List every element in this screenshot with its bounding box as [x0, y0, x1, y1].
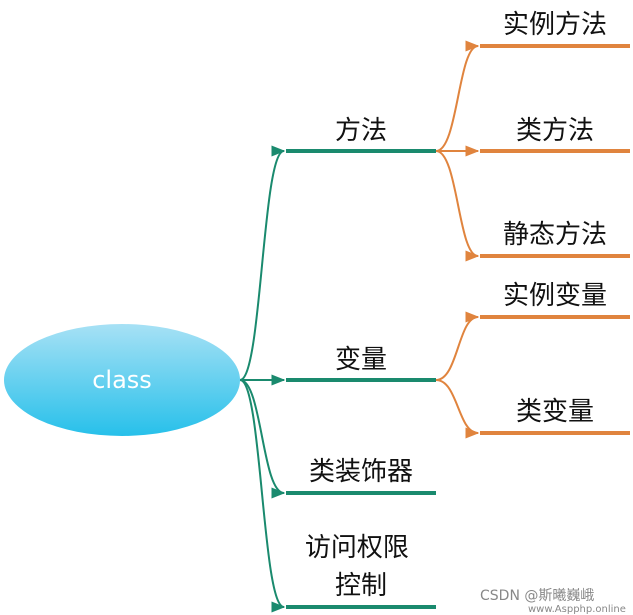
leaf-label-class-variable: 类变量 — [516, 397, 594, 427]
leaf-instance-variable: 实例变量 — [480, 281, 630, 319]
watermark-line2: www.Aspphp.online — [528, 604, 626, 615]
watermark-line1: CSDN @斯曦巍峨 — [480, 588, 594, 604]
connector-root-access-control — [239, 379, 286, 613]
branch-class-decorator: 类装饰器 — [286, 457, 436, 495]
branch-variables: 变量 — [286, 345, 436, 382]
watermark: CSDN @斯曦巍峨 www.Aspphp.online — [480, 588, 626, 615]
branch-access-control: 访问权限 控制 — [286, 533, 436, 609]
branch-label-access-control-line2: 控制 — [335, 571, 387, 601]
connector-methods-instance — [435, 40, 480, 152]
connector-layer — [239, 40, 480, 613]
connector-root-methods — [239, 145, 286, 381]
leaf-class-method: 类方法 — [480, 116, 630, 153]
connector-root-class-decorator — [239, 379, 286, 499]
branch-label-access-control: 访问权限 控制 — [305, 533, 417, 601]
branch-label-class-decorator: 类装饰器 — [309, 457, 413, 487]
leaf-label-instance-variable: 实例变量 — [503, 281, 607, 311]
leaf-class-variable: 类变量 — [480, 397, 630, 435]
leaf-instance-method: 实例方法 — [480, 10, 630, 48]
leaf-label-instance-method: 实例方法 — [503, 10, 607, 40]
connector-variables-class — [435, 379, 480, 439]
root-node: class — [4, 324, 240, 436]
connector-variables-instance — [435, 311, 480, 381]
branch-methods: 方法 — [286, 116, 436, 153]
branch-label-variables: 变量 — [335, 345, 387, 375]
leaf-label-static-method: 静态方法 — [503, 220, 607, 250]
branch-label-access-control-line1: 访问权限 — [305, 533, 409, 563]
connector-methods-static — [435, 150, 480, 262]
leaf-label-class-method: 类方法 — [516, 116, 594, 146]
root-label: class — [92, 366, 152, 394]
leaf-static-method: 静态方法 — [480, 220, 630, 258]
branch-label-methods: 方法 — [335, 116, 387, 146]
root-ellipse — [4, 324, 240, 436]
